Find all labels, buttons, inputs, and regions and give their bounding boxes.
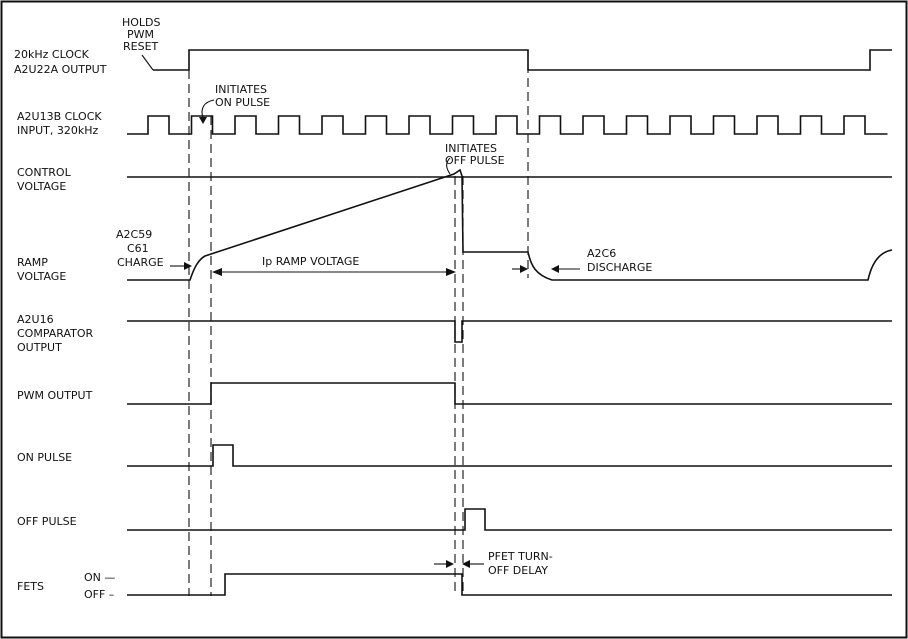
waveform-comparator-output (127, 320, 892, 343)
label-fets-off: OFF – (84, 588, 114, 601)
label-clock20-line1: 20kHz CLOCK (14, 48, 90, 61)
annotation-initiates-on-line2: ON PULSE (215, 96, 270, 109)
annotation-discharge-line1: A2C6 (587, 247, 616, 260)
annotation-holds-line1: HOLDS (122, 16, 161, 29)
label-fets-on: ON — (84, 571, 115, 584)
annotation-charge-line1: A2C59 (116, 228, 152, 241)
label-on-pulse: ON PULSE (17, 451, 72, 464)
annotation-initiates-on-arrow (199, 117, 207, 124)
label-control-line2: VOLTAGE (17, 180, 66, 193)
annotation-holds-line2: PWM (127, 28, 154, 41)
label-comparator-line1: A2U16 (17, 313, 54, 326)
label-fets: FETS (17, 580, 44, 593)
label-pwm: PWM OUTPUT (17, 389, 93, 402)
label-ramp-line1: RAMP (17, 256, 48, 269)
waveform-pwm-output (127, 382, 892, 405)
annotation-charge-line3: CHARGE (117, 256, 164, 269)
label-off-pulse: OFF PULSE (17, 515, 77, 528)
annotation-pfet-left-arrow (446, 560, 454, 568)
waveform-clock20 (153, 49, 892, 71)
waveform-ramp-voltage (127, 168, 893, 281)
annotation-initiates-off-line2: OFF PULSE (445, 154, 505, 167)
annotation-initiates-on-line1: INITIATES (215, 83, 267, 96)
annotation-initiates-off-line1: INITIATES (445, 142, 497, 155)
label-clock20-line2: A2U22A OUTPUT (14, 63, 107, 76)
label-comparator-line3: OUTPUT (17, 341, 62, 354)
label-clock320-line2: INPUT, 320kHz (17, 124, 99, 137)
annotation-discharge-line2: DISCHARGE (587, 261, 652, 274)
annotation-charge-arrow (184, 262, 192, 270)
annotation-discharge-left-arrow (520, 265, 528, 273)
waveform-clock320 (127, 115, 888, 135)
label-clock320-line1: A2U13B CLOCK (17, 110, 102, 123)
annotation-ramp-arrow-left (212, 268, 222, 276)
waveform-on-pulse (127, 444, 892, 467)
annotation-initiates-off-leader (446, 157, 451, 175)
label-ramp-line2: VOLTAGE (17, 270, 66, 283)
label-comparator-line2: COMPARATOR (17, 327, 94, 340)
annotation-pfet-line1: PFET TURN- (488, 550, 553, 563)
annotation-pfet-line2: OFF DELAY (488, 564, 548, 577)
annotation-ramp-arrow-right (446, 268, 456, 276)
annotation-holds-leader (141, 54, 154, 71)
label-control-line1: CONTROL (17, 166, 72, 179)
annotation-ramp-voltage: Ip RAMP VOLTAGE (262, 255, 359, 268)
annotation-holds-line3: RESET (123, 40, 159, 53)
annotation-charge-line2: C61 (127, 242, 149, 255)
annotation-pfet-right-arrow (462, 560, 470, 568)
annotation-discharge-right-arrow (551, 265, 559, 273)
waveform-fets (127, 573, 892, 596)
waveform-off-pulse (127, 508, 892, 531)
